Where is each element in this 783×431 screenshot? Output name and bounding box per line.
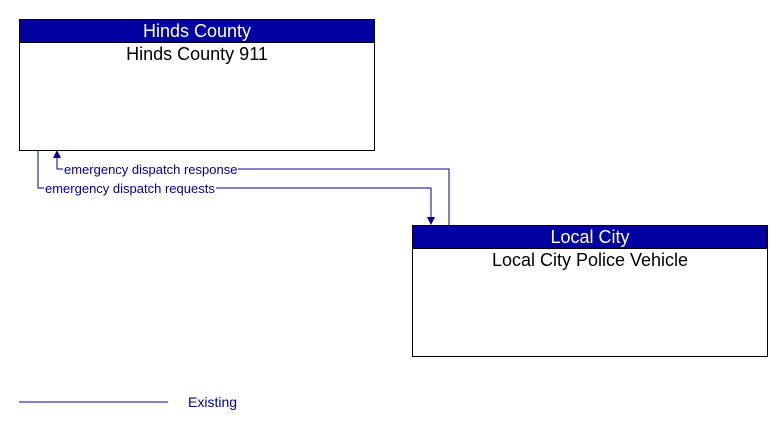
node-title: Local City Police Vehicle [491, 250, 689, 270]
node-header: Local City [413, 226, 767, 249]
flow-label-emergency-dispatch-response: emergency dispatch response [63, 162, 239, 177]
flow-label-emergency-dispatch-requests: emergency dispatch requests [44, 181, 216, 196]
node-title: Hinds County 911 [126, 44, 268, 64]
arrowhead-up-icon [53, 150, 61, 158]
node-header: Hinds County [20, 20, 374, 43]
flow-line-emergency-dispatch-response[interactable] [56, 156, 450, 225]
legend-existing-label: Existing [188, 394, 238, 410]
node-hinds-county-911[interactable]: Hinds County Hinds County 911 [19, 19, 375, 151]
node-local-city-police-vehicle[interactable]: Local City Local City Police Vehicle [412, 225, 768, 357]
flow-line-emergency-dispatch-requests[interactable] [37, 150, 432, 219]
arrowhead-down-icon [427, 217, 435, 225]
